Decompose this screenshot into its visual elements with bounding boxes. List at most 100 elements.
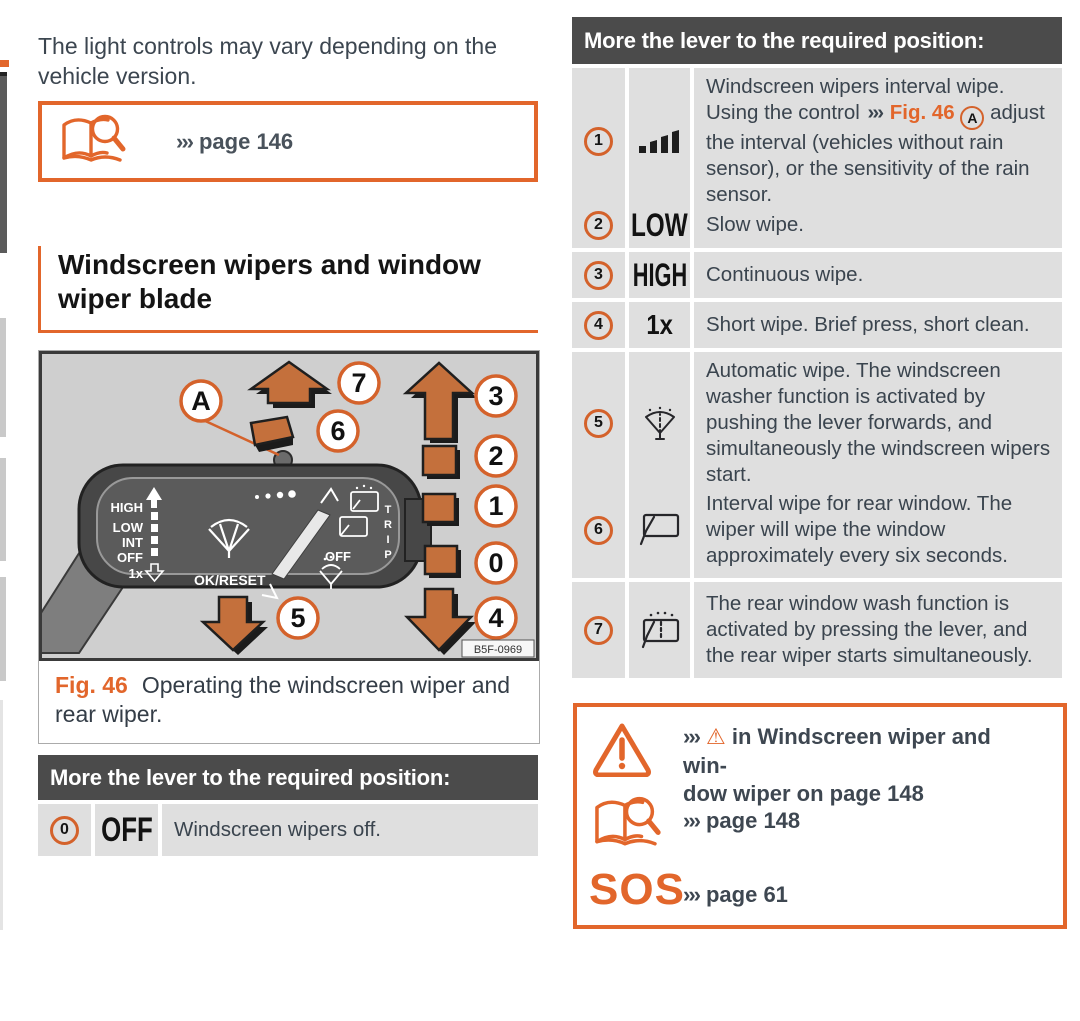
- callout-a: [179, 379, 223, 423]
- table-row: 0 OFF Windscreen wipers off.: [38, 804, 538, 856]
- row-number-badge: 1: [584, 126, 613, 156]
- row-symbol: LOW: [631, 206, 688, 243]
- warning-triangle-icon: [591, 721, 653, 782]
- position-1: [421, 492, 457, 524]
- row-number-badge: 6: [584, 515, 613, 545]
- table-row: 5 Automatic wipe. The windscreen washer …: [572, 352, 1062, 494]
- book-ref-text: ›››page 148: [683, 808, 801, 833]
- page-edge-dark-tab: [0, 72, 7, 253]
- forward-arrow-7: [247, 360, 331, 405]
- chevrons-icon: ›››: [683, 724, 701, 749]
- row-description: Windscreen wipers off.: [162, 804, 538, 856]
- svg-text:I: I: [386, 534, 389, 546]
- table-row: 7 The rear window wash function is activ…: [572, 582, 1062, 678]
- figure-reference: Fig. 46: [889, 101, 955, 124]
- row-description: Automatic wipe. The windscreen washer fu…: [694, 352, 1062, 494]
- page-edge-faint-line: [0, 700, 3, 930]
- left-table-header: More the lever to the required position:: [38, 755, 538, 800]
- down-arrow-5: [199, 595, 267, 652]
- row-description: Interval wipe for rear window. The wiper…: [694, 482, 1062, 578]
- svg-text:6: 6: [330, 416, 345, 446]
- row-description: Short wipe. Brief press, short clean.: [694, 302, 1062, 348]
- figure-code: B5F-0969: [474, 644, 522, 656]
- row-symbol-cell: 1x: [629, 302, 690, 348]
- row-number-badge: 4: [584, 310, 613, 340]
- rear-wash-small-icon: [350, 491, 379, 512]
- row-number-badge: 5: [584, 408, 613, 438]
- row-symbol-cell: LOW: [629, 202, 690, 248]
- page-edge-gray-tab: [0, 458, 6, 561]
- row-symbol: HIGH: [632, 256, 687, 293]
- svg-text:R: R: [384, 519, 392, 531]
- intro-text: The light controls may vary depending on…: [38, 33, 497, 89]
- row-number-badge: 3: [584, 260, 613, 290]
- callout-2: [474, 434, 518, 478]
- note-box: ›››⚠ in Windscreen wiper and win- dow wi…: [573, 703, 1067, 929]
- callout-7: [337, 361, 381, 405]
- stalk-label-high: HIGH: [111, 500, 144, 515]
- table-row: 6 Interval wipe for rear window. The wip…: [572, 482, 1062, 578]
- row-number-badge: 7: [584, 615, 613, 645]
- sos-label: SOS: [589, 865, 685, 914]
- svg-text:4: 4: [488, 603, 503, 633]
- page-edge-orange-tick: [0, 60, 9, 67]
- row-symbol-cell: [629, 482, 690, 578]
- table-row: 2 LOW Slow wipe.: [572, 202, 1062, 248]
- lever-diagonal: [271, 509, 331, 580]
- down-arrow-outline-icon: [144, 563, 165, 583]
- chevrons-icon: ›››: [683, 882, 701, 907]
- washer-small-icon: [319, 564, 343, 589]
- row-symbol-cell: OFF: [95, 804, 158, 856]
- row-number-badge: 0: [50, 815, 79, 845]
- chevrons-icon: ›››: [683, 808, 701, 833]
- callout-5: [276, 596, 320, 640]
- row-number-cell: 5: [572, 352, 625, 494]
- row-number-cell: 2: [572, 202, 625, 248]
- row-symbol-cell: [629, 68, 690, 214]
- position-0: [423, 544, 459, 576]
- svg-text:5: 5: [290, 603, 305, 633]
- book-magnifier-icon: [58, 111, 128, 172]
- stalk-label-off-right: OFF: [325, 549, 351, 564]
- figure-46: HIGH LOW INT OFF 1x OK/RESET OFF: [38, 350, 540, 744]
- row-number-cell: 0: [38, 804, 91, 856]
- up-arrow-icon: [146, 487, 162, 508]
- position-2: [421, 444, 458, 477]
- section-title: Windscreen wipers and window wiper blade: [38, 246, 538, 333]
- press-button-6: [249, 415, 295, 447]
- row-number-cell: 7: [572, 582, 625, 678]
- svg-text:0: 0: [488, 548, 503, 578]
- row-symbol-cell: [629, 582, 690, 678]
- callout-6: [316, 409, 360, 453]
- row-number-cell: 4: [572, 302, 625, 348]
- rear-wiper-small-icon: [339, 516, 368, 537]
- figure-46-illustration: HIGH LOW INT OFF 1x OK/RESET OFF: [39, 351, 539, 661]
- row-symbol-cell: [629, 352, 690, 494]
- down-arrow-4: [404, 587, 474, 652]
- stalk-label-int: INT: [122, 535, 143, 550]
- row-symbol: 1x: [646, 309, 673, 340]
- callout-4: [474, 596, 518, 640]
- stalk-label-trip: T: [385, 504, 392, 516]
- stalk-label-off: OFF: [117, 550, 143, 565]
- page-ref-box: ›››page 146: [38, 101, 538, 182]
- row-number-badge: 2: [584, 210, 613, 240]
- page-edge-gray-tab: [0, 318, 6, 437]
- row-description: The rear window wash function is activat…: [694, 582, 1062, 678]
- row-symbol-cell: HIGH: [629, 252, 690, 298]
- table-row: 1 Windscreen wipers interval wipe. Using…: [572, 68, 1062, 214]
- svg-text:2: 2: [488, 441, 503, 471]
- figure-number: Fig. 46: [55, 672, 128, 698]
- svg-text:A: A: [191, 386, 211, 416]
- table-row: 3 HIGH Continuous wipe.: [572, 252, 1062, 298]
- warning-ref-text: ›››⚠ in Windscreen wiper and win- dow wi…: [683, 724, 991, 806]
- callout-1: [474, 484, 518, 528]
- page-edge-gray-tab: [0, 577, 6, 681]
- chevrons-icon: ›››: [867, 101, 885, 124]
- orange-controls: [199, 360, 477, 655]
- table-row: 4 1x Short wipe. Brief press, short clea…: [572, 302, 1062, 348]
- windscreen-wiper-icon: [208, 518, 250, 558]
- svg-text:7: 7: [351, 368, 366, 398]
- rear-wash-icon: [641, 611, 679, 649]
